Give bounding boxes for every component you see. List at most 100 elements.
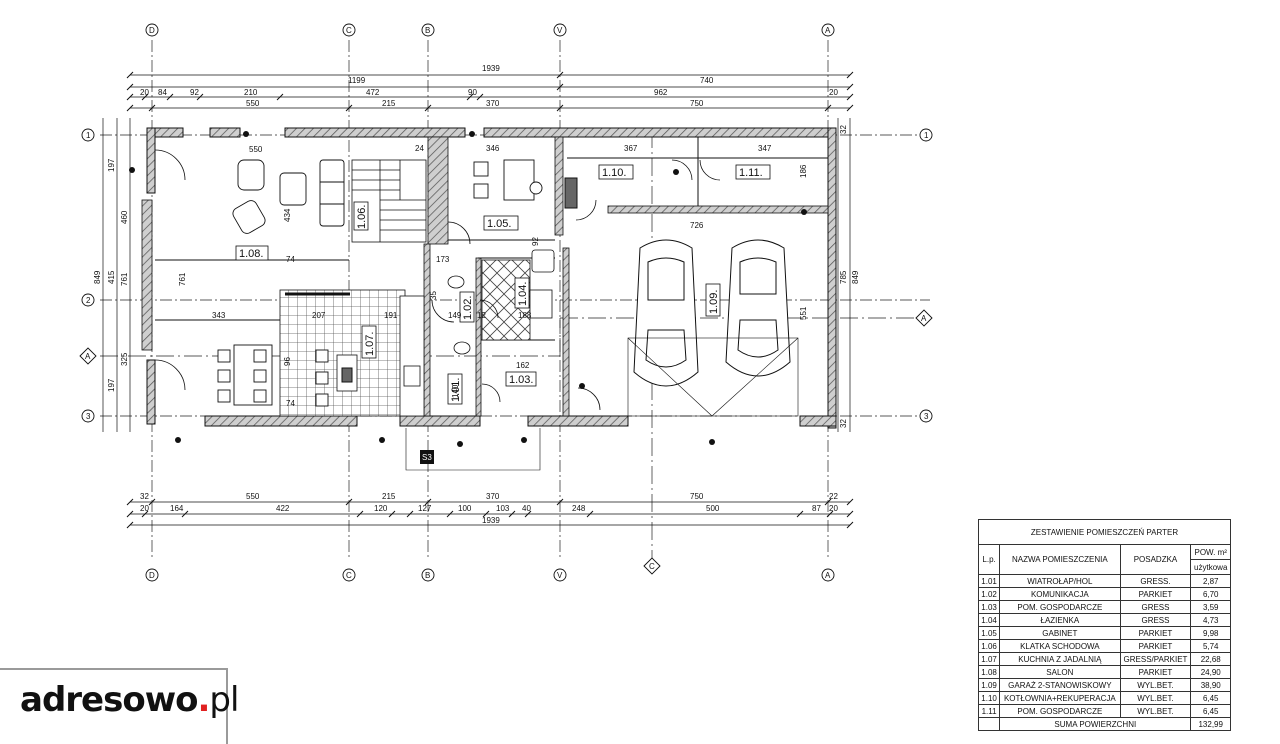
dim-top: 90 <box>468 88 477 97</box>
dim-top: 20 <box>140 88 149 97</box>
room-label-1-02: 1.02. <box>459 291 475 323</box>
logo-dot: . <box>197 680 210 720</box>
room-label-1-01: 1.01. <box>447 373 463 405</box>
section-label: A <box>921 314 927 323</box>
dimension-tick <box>846 93 854 101</box>
dim-top: 740 <box>700 76 714 85</box>
dimension-tick <box>345 498 353 506</box>
dimension-tick <box>126 104 134 112</box>
dim-bottom: 248 <box>572 504 586 513</box>
inner-dim: 207 <box>312 311 326 320</box>
dim-right: 32 <box>839 419 848 428</box>
dimension-tick <box>846 521 854 529</box>
room-label-1-07: 1.07. <box>361 325 377 359</box>
dim-bottom: 500 <box>706 504 720 513</box>
dimension-tick <box>586 510 594 518</box>
room-labels: 1.08. 1.05. 1.10. 1.11. 1.06. 1.02. 1.04… <box>235 164 771 405</box>
axis-label: 3 <box>924 412 929 421</box>
dim-right: 32 <box>839 125 848 134</box>
dim-bottom: 20 <box>829 504 838 513</box>
dimension-tick <box>796 510 804 518</box>
svg-text:1.08.: 1.08. <box>239 248 263 260</box>
dim-right: 785 <box>839 270 848 284</box>
inner-dim: 346 <box>486 144 500 153</box>
room-label-1-03: 1.03. <box>505 371 537 387</box>
section-label: C <box>649 562 655 571</box>
dimension-tick <box>556 83 564 91</box>
dim-left: 415 <box>107 270 116 284</box>
dimension-tick <box>196 93 204 101</box>
exterior-walls <box>146 127 837 429</box>
inner-dim: 434 <box>283 208 292 222</box>
dimension-tick <box>556 498 564 506</box>
axis-label: 2 <box>86 296 91 305</box>
dining-set <box>217 344 329 407</box>
kitchen-floor-tiles <box>279 289 406 417</box>
garage-door-lines <box>627 337 799 417</box>
axis-marker-a <box>821 23 835 582</box>
dim-top: 550 <box>246 99 260 108</box>
logo-box: adresowo.pl <box>0 668 239 744</box>
dim-bottom: 164 <box>170 504 184 513</box>
room-label-1-04: 1.04. <box>514 277 530 309</box>
rooms-table: ZESTAWIENIE POMIESZCZEŃ PARTER L.p. NAZW… <box>977 519 1231 731</box>
dim-top: 1199 <box>348 76 366 85</box>
table-title: ZESTAWIENIE POMIESZCZEŃ PARTER <box>978 519 1231 545</box>
inner-dim: 140 <box>451 384 460 398</box>
bathroom-fixtures <box>447 249 555 355</box>
axis-label: C <box>346 26 352 35</box>
sum-label: SUMA POWIERZCHNI <box>999 717 1192 731</box>
dimension-tick <box>446 510 454 518</box>
room-label-1-08: 1.08. <box>235 245 269 261</box>
dimension-tick <box>356 510 364 518</box>
section-label: A <box>85 352 91 361</box>
dimension-tick <box>556 71 564 79</box>
inner-dim: 188 <box>518 311 532 320</box>
inner-dim: 74 <box>286 255 295 264</box>
inner-dim: 367 <box>624 144 638 153</box>
stove <box>403 365 421 387</box>
dimension-tick <box>466 93 474 101</box>
dim-bottom: 750 <box>690 492 704 501</box>
dimension-tick <box>126 510 134 518</box>
dim-bottom: 120 <box>374 504 388 513</box>
dimension-tick <box>846 104 854 112</box>
adresowo-logo[interactable]: adresowo.pl <box>20 680 239 720</box>
dimension-tick <box>126 93 134 101</box>
dim-top: 472 <box>366 88 380 97</box>
dimension-tick <box>406 510 414 518</box>
axis-label: V <box>557 571 563 580</box>
dimension-tick <box>508 510 516 518</box>
room-label-1-11: 1.11. <box>735 164 771 180</box>
section-labels: A A C <box>85 314 927 571</box>
dim-bottom: 127 <box>418 504 432 513</box>
svg-text:1.03.: 1.03. <box>509 374 533 386</box>
axis-label: B <box>425 26 430 35</box>
header-floor: POSADZKA <box>1119 544 1192 575</box>
dimension-tick <box>148 104 156 112</box>
inner-dim: 35 <box>429 291 438 300</box>
axis-marker-1 <box>81 128 933 142</box>
dim-top: 210 <box>244 88 258 97</box>
dim-bottom: 20 <box>140 504 149 513</box>
kitchen-counter <box>399 295 425 417</box>
dim-bottom: 100 <box>458 504 472 513</box>
axis-marker-b <box>421 23 435 582</box>
dimension-tick <box>141 93 149 101</box>
axis-label: A <box>825 26 831 35</box>
dimension-tick <box>126 71 134 79</box>
inner-dim: 92 <box>531 237 540 246</box>
room-label-1-09: 1.09. <box>705 283 721 317</box>
dim-bottom: 103 <box>496 504 510 513</box>
svg-text:1.01.: 1.01. <box>450 378 462 402</box>
dim-bottom-overall: 1939 <box>482 516 500 525</box>
dim-top: 370 <box>486 99 500 108</box>
dimension-tick <box>556 104 564 112</box>
inner-dim: 12 <box>477 311 486 320</box>
axis-markers <box>81 23 933 582</box>
